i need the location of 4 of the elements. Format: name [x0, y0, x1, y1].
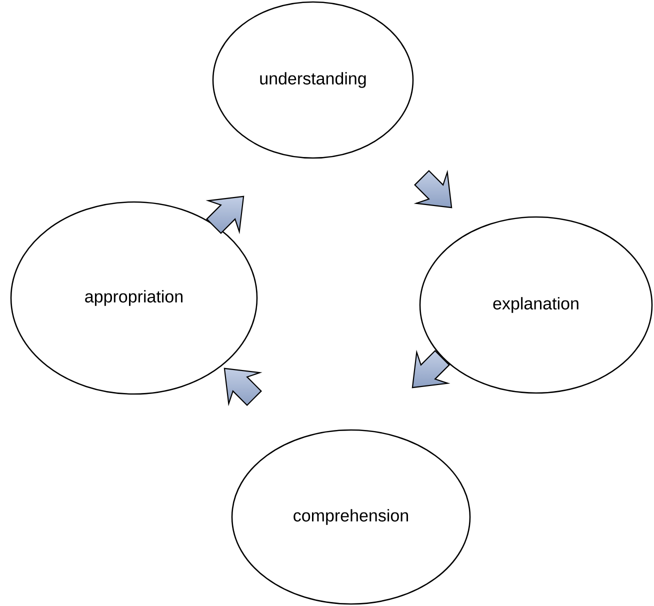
block-arrow: [206, 196, 244, 234]
block-arrow: [224, 368, 262, 406]
block-arrow: [412, 350, 450, 388]
block-arrow: [414, 170, 452, 208]
